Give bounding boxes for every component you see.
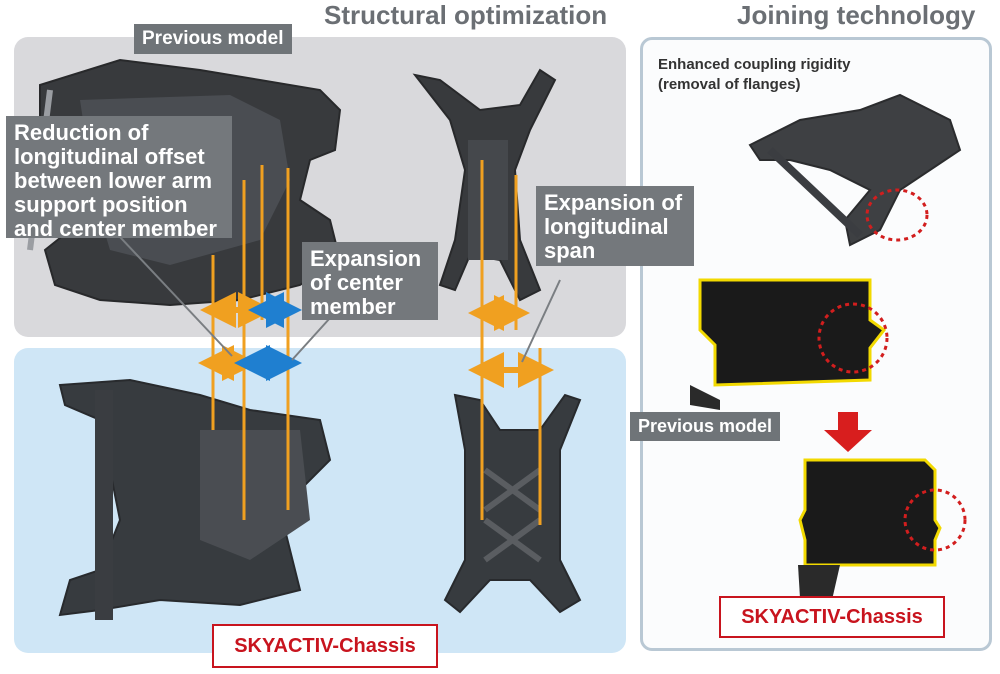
previous-model-label-top: Previous model [134,24,292,54]
flange-highlight-skyactiv [903,488,967,552]
joining-note-line1: Enhanced coupling rigidity [658,56,851,73]
joining-note-line2: (removal of flanges) [658,76,801,93]
skyactiv-chassis-label-right: SKYACTIV-Chassis [719,596,945,638]
joining-technology-heading: Joining technology [737,0,976,30]
callout-leaders [119,236,561,363]
joining-subframe [748,93,962,247]
skyactiv-cross-section [798,458,942,600]
previous-model-label-right: Previous model [630,412,781,441]
joining-note: Enhanced coupling rigidity (removal of f… [658,55,851,95]
previous-cross-section [690,278,887,410]
red-down-arrow [824,412,872,452]
coupling-highlight-top [865,188,929,242]
previous-rear-subframe [412,68,557,302]
expansion-longitudinal-span-callout: Expansion of longitudinal span [536,186,694,266]
skyactiv-front-subframe [58,378,332,620]
expansion-center-member-callout: Expansion of center member [302,242,438,320]
reduction-callout: Reduction of longitudinal offset between… [6,116,232,241]
skyactiv-rear-subframe [443,393,582,614]
skyactiv-chassis-label-left: SKYACTIV-Chassis [212,624,438,668]
flange-highlight-previous [817,302,889,374]
structural-optimization-heading: Structural optimization [324,0,608,30]
